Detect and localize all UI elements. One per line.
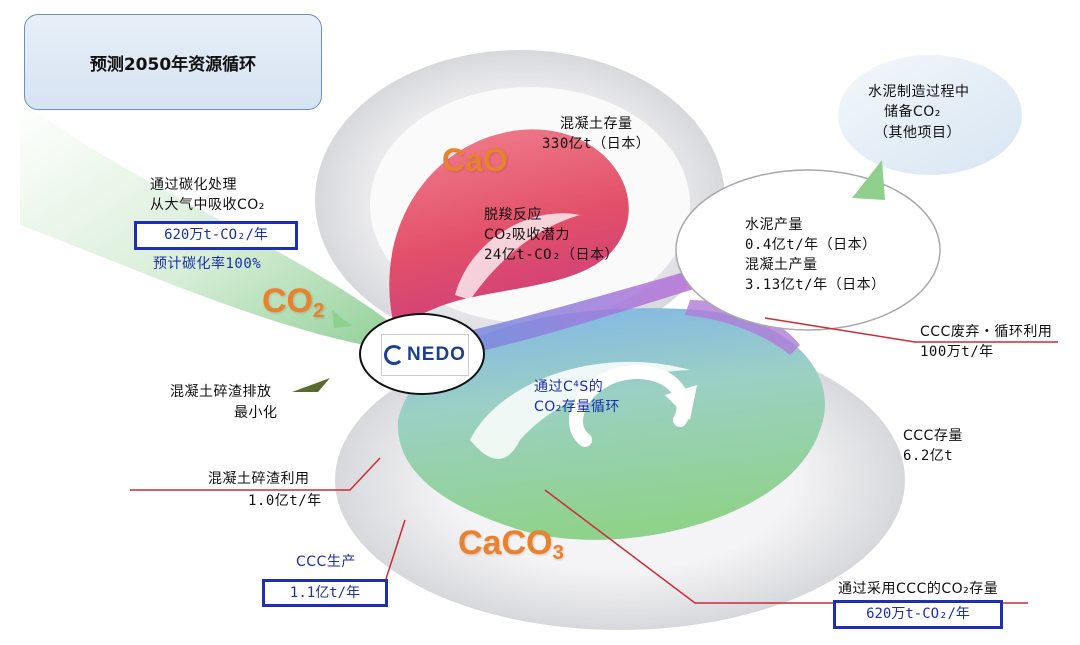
debris-use-value: 1.0亿t/年 [248,493,322,509]
nedo-mark-icon [384,345,405,365]
decarb-label: 脱羧反应 [484,207,542,223]
concrete-production-label: 混凝土产量 [745,257,818,273]
caco3-swirl [397,308,825,540]
cement-production-label: 水泥产量 [745,217,803,233]
cement-storage-line1: 水泥制造过程中 [868,84,970,100]
ccc-disposal-value: 100万t/年 [920,344,994,360]
cement-production-value: 0.4亿t/年（日本） [745,237,877,253]
ccc-disposal-label: CCC废弃・循环利用 [920,324,1053,340]
carbonation-line1: 通过碳化处理 [150,177,237,193]
co2-label: CO2 [262,282,325,323]
debris-use-label: 混凝土碎渣利用 [208,471,310,487]
decarb-value: 24亿t-CO₂（日本） [484,247,620,263]
debris-min-line1: 混凝土碎渣排放 [170,384,272,400]
decarb-potential: CO₂吸收潜力 [484,227,570,243]
cao-label: CaO [442,142,508,178]
concrete-stock-value: 330亿t（日本） [542,136,651,152]
debris-min-line2: 最小化 [234,405,278,421]
co2-arrow [332,310,352,328]
leader-ccc-production [384,519,406,583]
ccc-production-label: CCC生产 [296,554,356,570]
carbonation-box: 620万t-CO₂/年 [134,221,298,250]
ccc-production-box: 1.1亿t/年 [262,579,388,607]
c4s-cycle-line1: 通过C⁴S的 [534,379,604,395]
cement-storage-line3: （其他项目） [874,125,961,141]
title-box: 预测2050年资源循环 [24,14,322,110]
production-bubble [675,169,941,331]
leader-ccc-disposal [764,317,1058,343]
cement-storage-bubble [838,55,1022,175]
page-title: 预测2050年资源循环 [89,54,257,75]
carbonation-rate: 预计碳化率100% [153,256,262,272]
c4s-cycle-line2: CO₂存量循环 [534,399,620,415]
ccc-stock-value: 6.2亿t [903,448,954,464]
ccc-storage-label: 通过采用CCC的CO₂存量 [838,581,999,597]
arrow-to-storage [852,160,885,200]
carbonation-line2: 从大气中吸收CO₂ [150,197,265,213]
ccc-stock-label: CCC存量 [903,428,963,444]
caco3-label: CaCO3 [458,524,564,565]
concrete-production-value: 3.13亿t/年（日本） [745,277,886,293]
concrete-stock-label: 混凝土存量 [560,116,633,132]
cement-storage-line2: 储备CO₂ [884,104,941,120]
ccc-storage-box: 620万t-CO₂/年 [833,600,1003,629]
nedo-logo: NEDO [381,334,469,376]
leader-debris-use [130,457,381,491]
debris-arrow [292,378,330,392]
